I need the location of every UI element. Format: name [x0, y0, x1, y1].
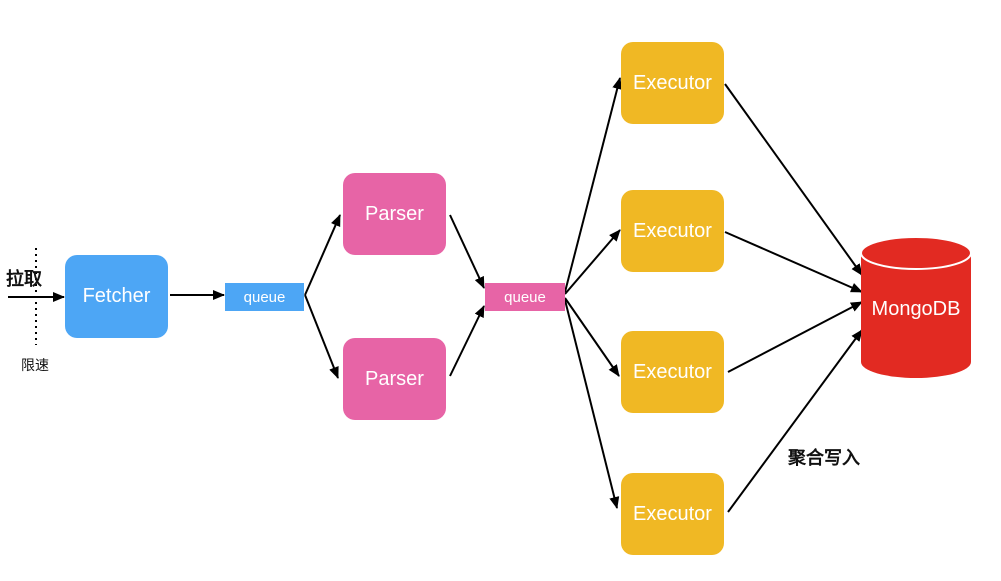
- arrow-queue-to-executor-3: [564, 297, 620, 377]
- parser-node-2: Parser: [343, 338, 446, 420]
- executor-node-4: Executor: [621, 473, 724, 555]
- mongodb-cylinder: MongoDB: [860, 236, 972, 378]
- arrow-executor-1-to-db: [724, 83, 863, 276]
- executor-node-3: Executor: [621, 331, 724, 413]
- arrow-queue-to-parser-1: [304, 214, 341, 296]
- arrow-queue-to-executor-2: [564, 229, 621, 295]
- queue-2: queue: [485, 283, 565, 311]
- arrow-executor-3-to-db: [727, 301, 863, 373]
- mongodb-label: MongoDB: [872, 298, 961, 320]
- arrow-queue-to-parser-2: [304, 294, 339, 379]
- queue-1: queue: [225, 283, 304, 311]
- executor-node-1: Executor: [621, 42, 724, 124]
- arrow-parser-2-to-queue: [449, 305, 485, 377]
- fetcher-node: Fetcher: [65, 255, 168, 338]
- arrow-executor-4-to-db: [727, 329, 863, 513]
- aggregate-write-label: 聚合写入: [788, 448, 860, 469]
- arrow-queue-to-executor-4: [564, 299, 620, 509]
- arrow-parser-1-to-queue: [449, 214, 485, 289]
- pull-label: 拉取: [6, 269, 42, 290]
- rate-limit-label: 限速: [21, 358, 49, 374]
- arrow-executor-2-to-db: [724, 231, 863, 293]
- executor-node-2: Executor: [621, 190, 724, 272]
- arrow-queue-to-executor-1: [564, 77, 623, 293]
- parser-node-1: Parser: [343, 173, 446, 255]
